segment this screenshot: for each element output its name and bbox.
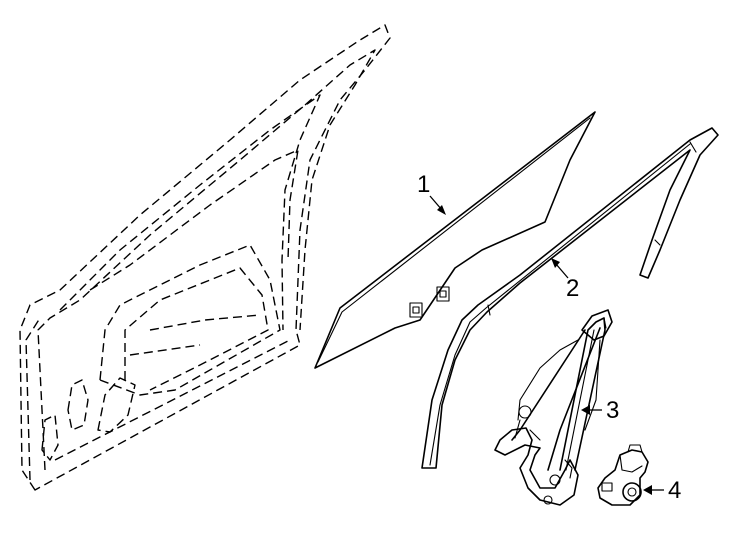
glass-run-channel	[421, 127, 719, 469]
callout-label-4: 4	[668, 477, 681, 504]
window-regulator	[494, 309, 613, 506]
callout-1: 1	[417, 171, 446, 215]
callout-2: 2	[551, 258, 579, 302]
callout-label-2: 2	[566, 275, 579, 302]
door-shell-outline	[19, 24, 391, 491]
callout-4: 4	[643, 477, 681, 504]
regulator-motor	[597, 444, 649, 506]
callout-label-3: 3	[606, 397, 619, 424]
door-glass	[314, 111, 596, 369]
callout-label-1: 1	[417, 171, 430, 198]
glass-clip	[436, 286, 450, 302]
callout-3: 3	[581, 397, 619, 424]
glass-clip	[409, 302, 423, 318]
